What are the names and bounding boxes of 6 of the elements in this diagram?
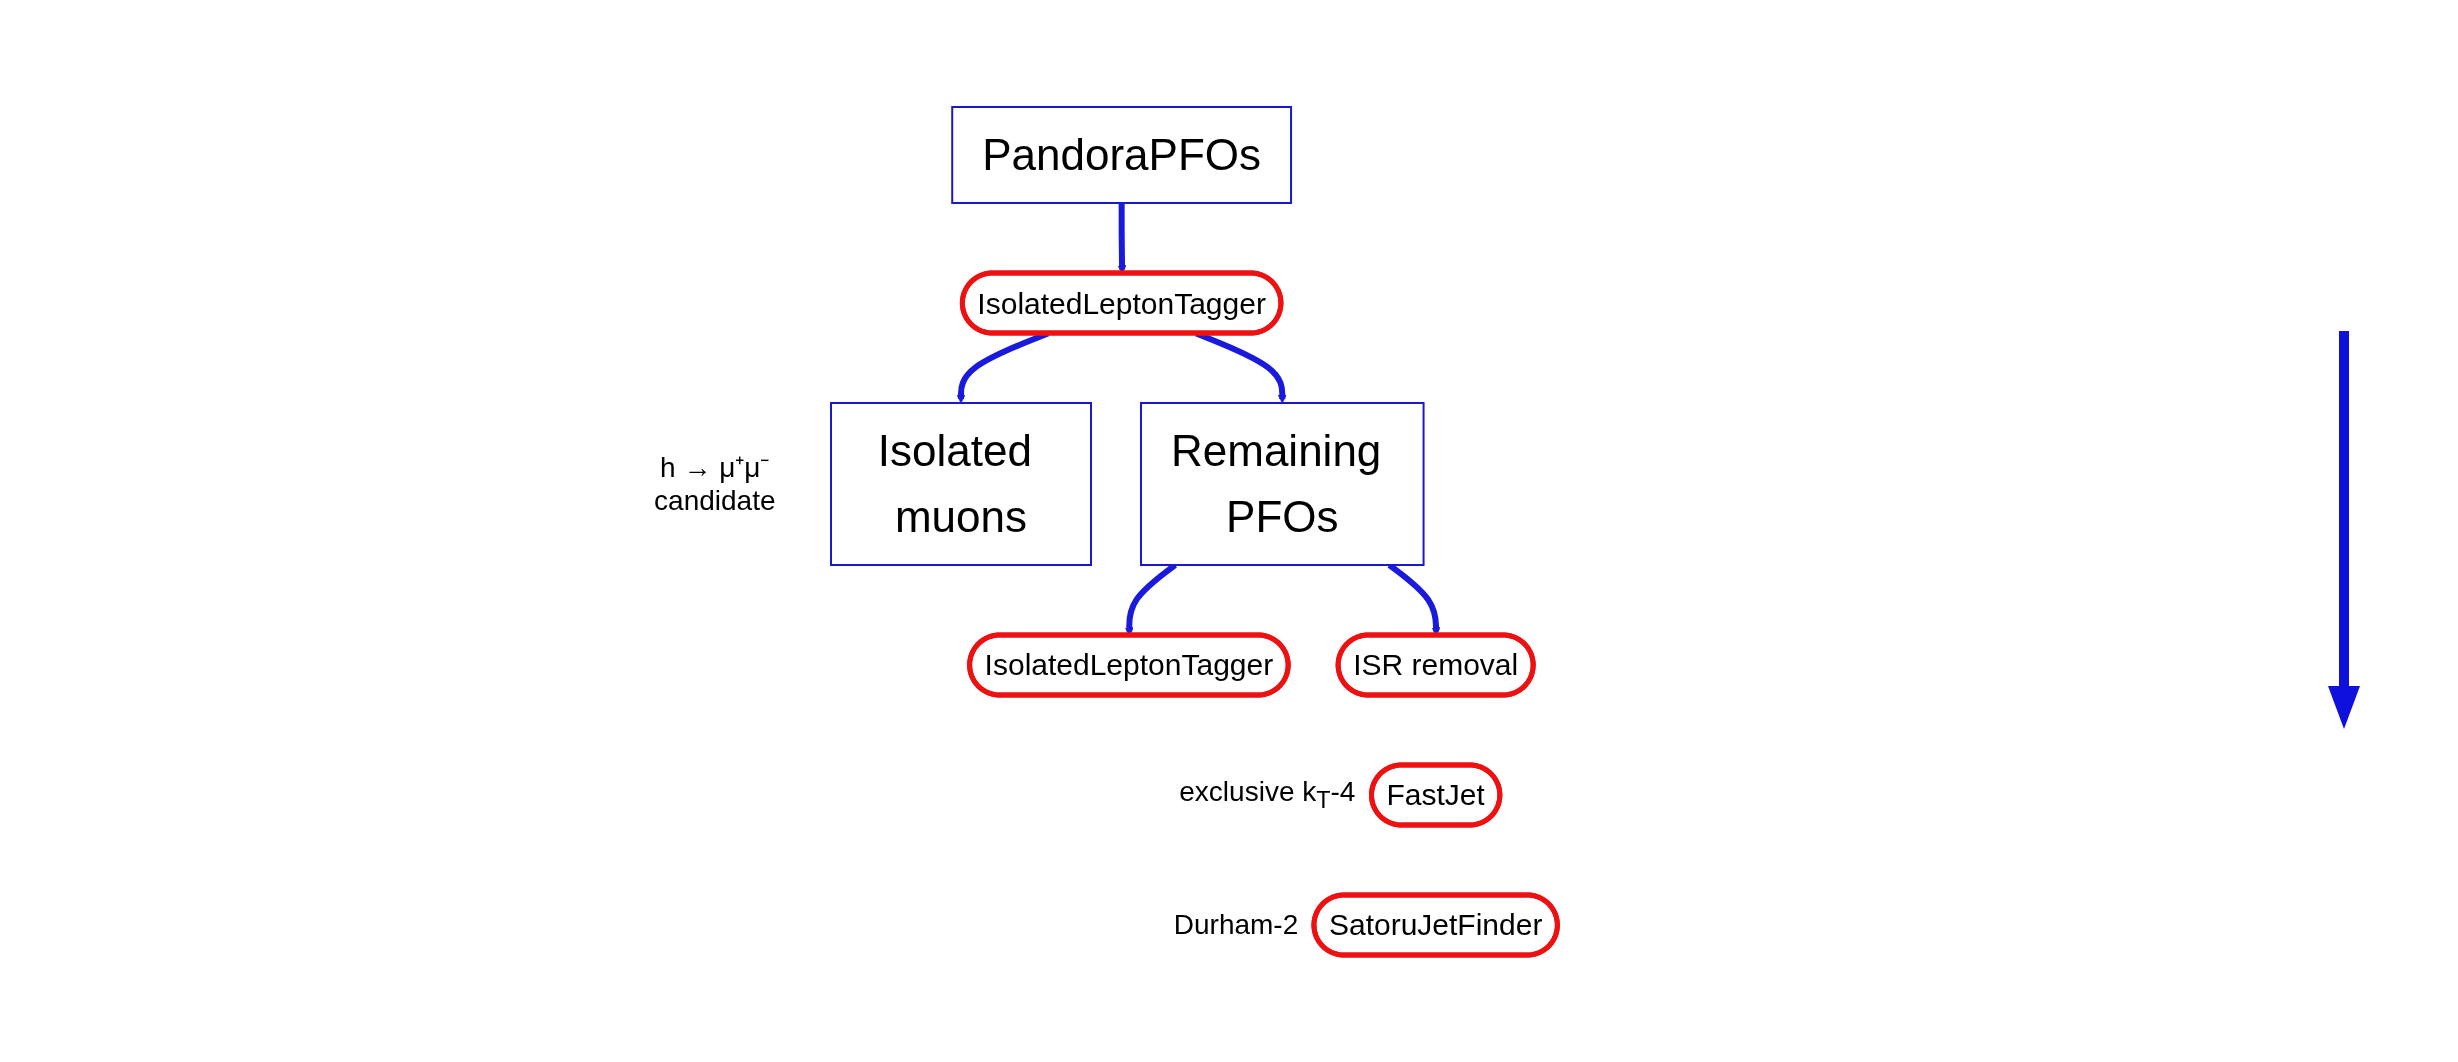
node-box: Isolated muons — [829, 402, 1092, 566]
node-box: Remaining PFOs — [1139, 402, 1425, 566]
node-caption: exclusive k$_{T}$-4 — [1179, 775, 1356, 815]
node-caption: h → μ⁺μ⁻ candidate — [653, 450, 777, 518]
node-box: PandoraPFOs — [951, 106, 1292, 204]
node-caption: Durham-2 — [1173, 908, 1299, 942]
